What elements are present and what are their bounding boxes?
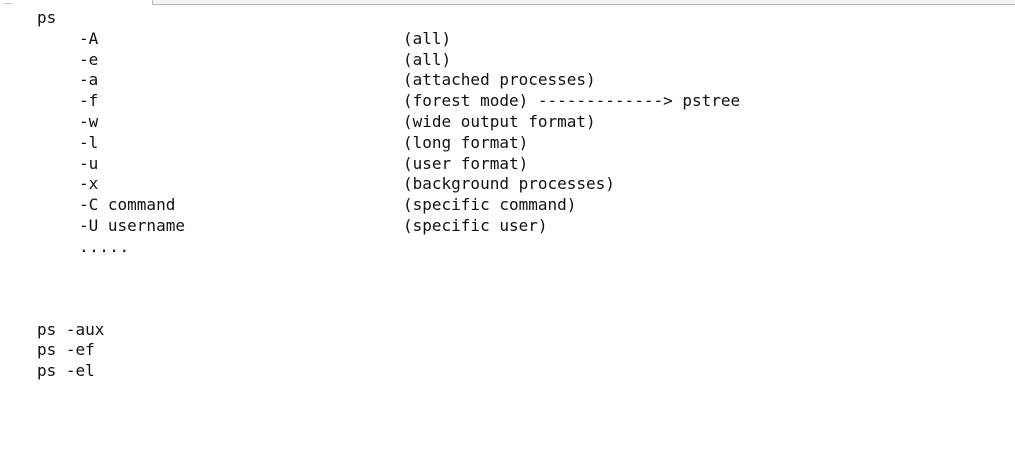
option-description: (wide output format)	[403, 111, 596, 131]
ellipsis: .....	[79, 236, 130, 256]
option-flag: -l	[79, 132, 99, 152]
option-line: -u (user format)	[37, 153, 528, 175]
ellipsis-line: .....	[37, 237, 129, 258]
corner-mark	[4, 0, 12, 4]
option-line: -f (forest mode) -------------> pstree	[37, 91, 740, 112]
option-line: -e (all)	[37, 49, 451, 71]
option-description: (long format)	[403, 132, 529, 152]
example-command: ps -ef	[37, 340, 95, 360]
option-description: (user format)	[403, 153, 529, 173]
option-line: -a (attached processes)	[37, 70, 596, 91]
document-body: ps -A (all) -e (all) -a (attached proces…	[37, 8, 740, 382]
option-flag: -w	[79, 111, 99, 131]
option-flag: -e	[79, 49, 99, 69]
option-flag: -a	[79, 70, 99, 90]
option-flag: -f	[79, 91, 99, 111]
example-command: ps -el	[37, 361, 95, 381]
option-description: (background processes)	[403, 174, 615, 194]
option-flag: -A	[79, 28, 99, 48]
option-line: -C command (specific command)	[37, 195, 576, 216]
option-line: -w (wide output format)	[37, 111, 596, 133]
example-command: ps -aux	[37, 319, 105, 339]
option-line: -x (background processes)	[37, 174, 615, 195]
option-line: -U username (specific user)	[37, 216, 548, 237]
option-line: -l (long format)	[37, 132, 528, 154]
header-command: ps	[37, 8, 57, 27]
option-flag: -C command	[79, 195, 176, 215]
option-description: (attached processes)	[403, 70, 596, 90]
option-description: (forest mode) -------------> pstree	[403, 91, 741, 111]
window-top-edge	[152, 0, 1015, 5]
option-description: (specific user)	[403, 215, 548, 235]
option-flag: -x	[79, 174, 99, 194]
option-flag: -U username	[79, 215, 185, 235]
option-description: (all)	[403, 49, 452, 69]
option-description: (specific command)	[403, 195, 577, 215]
option-line: -A (all)	[37, 28, 451, 50]
option-description: (all)	[403, 28, 452, 48]
option-flag: -u	[79, 153, 99, 173]
